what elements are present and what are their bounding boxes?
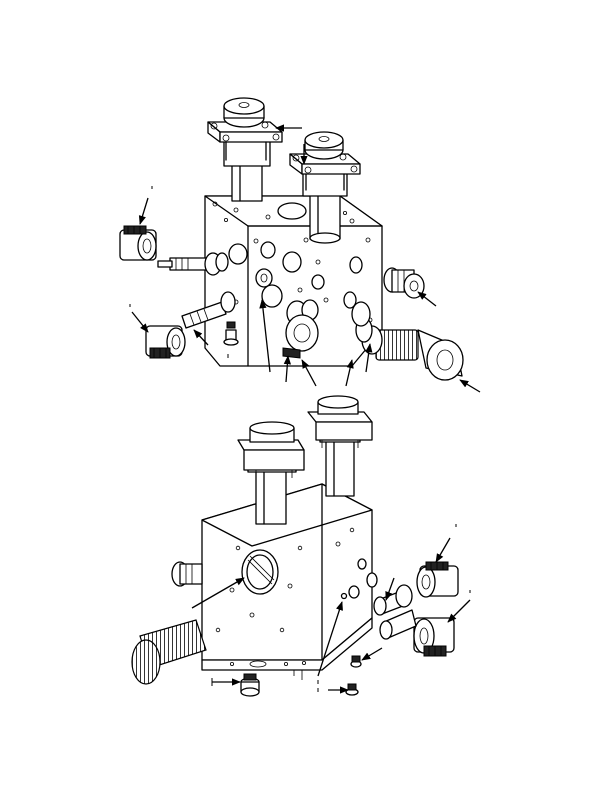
lower-manifold-block: [201, 483, 373, 680]
lower-left-plug: [171, 561, 203, 587]
upper-right-plug: [383, 267, 425, 299]
lower-solenoid-coil-b: [413, 617, 455, 657]
upper-assembly: [119, 97, 481, 393]
lower-left-valve-tower: [237, 421, 305, 525]
upper-cartridge-valve-b: [181, 291, 236, 329]
lower-solenoid-coil-a: [416, 561, 459, 598]
lower-assembly: [131, 395, 471, 697]
upper-relief-valve: [355, 317, 464, 381]
upper-callout-arrows: [129, 124, 481, 393]
upper-left-valve-tower: [207, 97, 283, 202]
upper-solenoid-coil-b: [145, 325, 186, 359]
lower-bottom-fittings: [240, 592, 362, 697]
upper-solenoid-coil-a: [119, 225, 157, 261]
upper-cartridge-valve-a: [157, 252, 229, 276]
lower-relief-valve: [131, 619, 207, 685]
lower-cartridge-valves: [366, 572, 417, 640]
upper-face-check-valves: [255, 268, 371, 359]
upper-plug-fitting: [223, 321, 239, 346]
lower-right-valve-tower: [307, 395, 373, 497]
lower-callout-arrows: [191, 524, 471, 694]
